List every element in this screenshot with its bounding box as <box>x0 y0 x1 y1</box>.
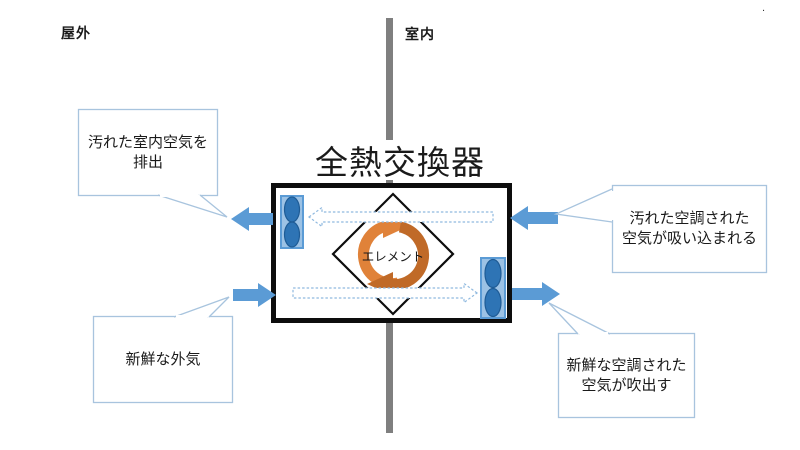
callout-exhaust-indoor-air: 汚れた室内空気を 排出 <box>78 109 218 196</box>
callout-right-shape <box>553 184 768 274</box>
exhaust-out-arrow-icon <box>231 207 273 231</box>
dashed-airflow-arrow-right-icon <box>292 282 479 304</box>
callout-fresh-conditioned-air-out: 新鮮な空調された 空気が吹出す <box>558 333 695 418</box>
return-air-in-arrow-icon <box>510 206 558 230</box>
callout-line: 新鮮な空調された <box>566 356 687 374</box>
callout-bottom-right-shape <box>548 302 696 419</box>
fan-icon <box>480 257 506 319</box>
callout-line: 空気が吸い込まれる <box>621 230 757 247</box>
fresh-air-in-arrow-icon <box>233 283 276 307</box>
diagram-title: 全熱交換器 <box>302 140 498 181</box>
stray-punctuation-mark: . <box>762 2 766 14</box>
callout-line: 汚れた空調された <box>629 210 750 227</box>
wall-divider-bottom <box>386 322 393 433</box>
element-label: エレメント <box>361 249 425 264</box>
fan-icon <box>280 195 304 249</box>
callout-fresh-outdoor-air: 新鮮な外気 <box>93 316 233 403</box>
outdoor-zone-label: 屋外 <box>61 25 91 41</box>
callout-line: 新鮮な外気 <box>125 350 201 368</box>
callout-dirty-conditioned-air-in: 汚れた空調された 空気が吸い込まれる <box>612 185 767 273</box>
callout-line: 空気が吹出す <box>581 376 672 394</box>
supply-air-out-arrow-icon <box>512 282 560 306</box>
callout-bottom-left-shape <box>92 296 234 404</box>
wall-divider-top <box>386 18 393 183</box>
dashed-airflow-arrow-left-icon <box>307 206 494 228</box>
indoor-zone-label: 室内 <box>405 26 435 42</box>
callout-line: 汚れた室内空気を <box>87 133 208 151</box>
callout-line: 排出 <box>132 153 163 171</box>
callout-top-left-shape <box>77 108 228 218</box>
